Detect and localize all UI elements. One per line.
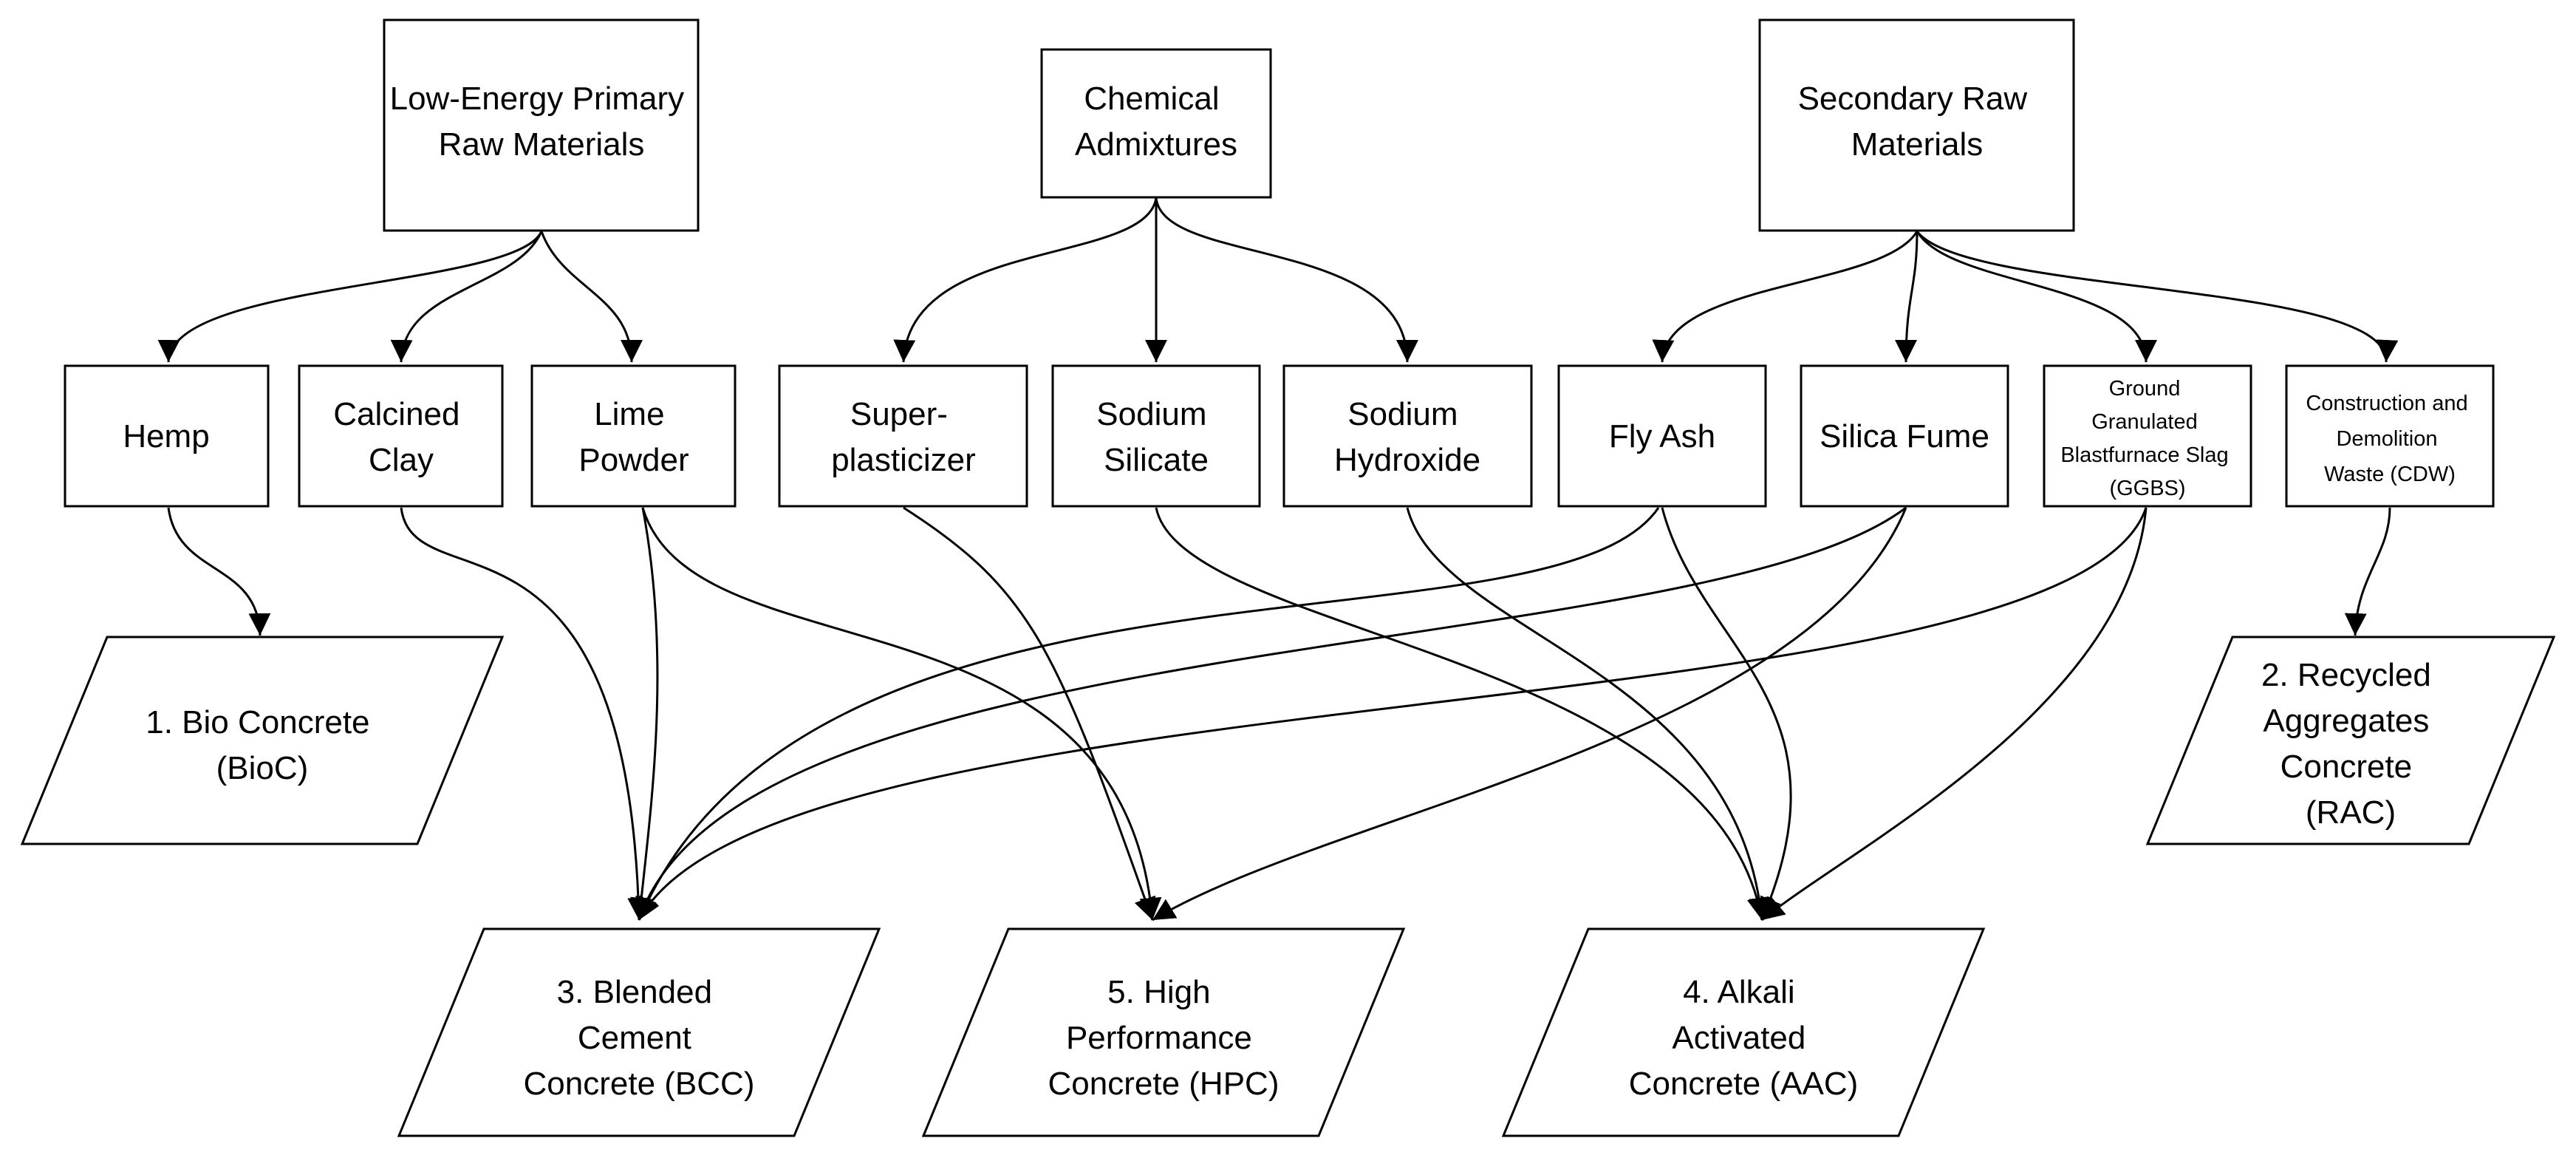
edge-sodiumsilicate-aac xyxy=(1155,507,1769,921)
edge-chemical-superplasticizer xyxy=(893,197,1158,363)
edge-lowenergy-limepowder xyxy=(540,231,643,363)
edge-lowenergy-calcinedclay xyxy=(390,231,543,363)
material-box-sodium-hydroxide: Sodium Hydroxide xyxy=(1282,364,1533,508)
material-label-superplasticizer: Super- plasticizer xyxy=(831,396,976,478)
output-bcc: 3. Blended Cement Concrete (BCC) xyxy=(397,927,881,1137)
output-label-bioc: 1. Bio Concrete (BioC) xyxy=(146,704,379,786)
output-hpc: 5. High Performance Concrete (HPC) xyxy=(921,927,1406,1137)
edge-ggbs-bcc xyxy=(638,507,2148,921)
edge-cdw-rac xyxy=(2344,507,2391,636)
edge-silicafume-hpc xyxy=(1152,507,1907,922)
material-box-calcined-clay: Calcined Clay xyxy=(298,364,504,508)
source-box-chemical: Chemical Admixtures xyxy=(1040,48,1272,199)
edge-chemical-sodiumhydroxide xyxy=(1155,197,1418,363)
edge-superplasticizer-hpc xyxy=(903,506,1156,921)
material-label-sodium-silicate: Sodium Silicate xyxy=(1096,396,1215,478)
output-label-aac: 4. Alkali Activated Concrete (AAC) xyxy=(1629,974,1859,1102)
source-label-low-energy: Low-Energy Primary Raw Materials xyxy=(390,81,694,163)
material-box-lime-powder: Lime Powder xyxy=(530,364,737,508)
edge-lowenergy-hemp xyxy=(157,231,543,363)
edge-calcinedclay-bcc xyxy=(400,507,650,921)
material-label-hemp: Hemp xyxy=(123,418,209,454)
material-label-cdw: Construction and Demolition Waste (CDW) xyxy=(2306,392,2473,486)
edge-flyash-bcc xyxy=(638,507,1660,921)
edge-silicafume-bcc xyxy=(635,506,1907,921)
source-box-low-energy: Low-Energy Primary Raw Materials xyxy=(383,18,700,232)
output-label-bcc: 3. Blended Cement Concrete (BCC) xyxy=(524,974,755,1102)
source-label-secondary: Secondary Raw Materials xyxy=(1798,81,2037,163)
material-box-superplasticizer: Super- plasticizer xyxy=(778,364,1028,508)
material-box-fly-ash: Fly Ash xyxy=(1557,364,1767,508)
output-bioc: 1. Bio Concrete (BioC) xyxy=(20,636,505,845)
edge-secondary-silicafume xyxy=(1895,231,1919,363)
output-rac: 2. Recycled Aggregates Concrete (RAC) xyxy=(2145,636,2556,845)
material-box-silica-fume: Silica Fume xyxy=(1800,364,2009,508)
edge-limepowder-bcc xyxy=(630,507,659,921)
source-label-chemical: Chemical Admixtures xyxy=(1075,81,1237,163)
edge-secondary-ggbs xyxy=(1916,231,2157,363)
edge-limepowder-hpc xyxy=(641,507,1162,921)
material-label-ggbs: Ground Granulated Blastfurnace Slag (GGB… xyxy=(2060,377,2234,500)
edge-ggbs-aac xyxy=(1761,507,2148,922)
material-label-fly-ash: Fly Ash xyxy=(1609,418,1715,454)
source-box-secondary: Secondary Raw Materials xyxy=(1758,18,2075,232)
material-label-lime-powder: Lime Powder xyxy=(578,396,689,478)
material-box-sodium-silicate: Sodium Silicate xyxy=(1051,364,1261,508)
material-box-ggbs: Ground Granulated Blastfurnace Slag (GGB… xyxy=(2043,364,2252,508)
edge-secondary-flyash xyxy=(1652,231,1919,363)
output-aac: 4. Alkali Activated Concrete (AAC) xyxy=(1501,927,1986,1137)
output-label-hpc: 5. High Performance Concrete (HPC) xyxy=(1048,974,1280,1102)
material-label-sodium-hydroxide: Sodium Hydroxide xyxy=(1334,396,1480,478)
edge-secondary-cdw xyxy=(1916,231,2399,363)
edge-sodiumhydroxide-aac xyxy=(1406,507,1771,921)
material-label-silica-fume: Silica Fume xyxy=(1820,418,1989,454)
output-label-rac: 2. Recycled Aggregates Concrete (RAC) xyxy=(2261,657,2440,831)
material-box-cdw: Construction and Demolition Waste (CDW) xyxy=(2285,364,2495,508)
edge-flyash-aac xyxy=(1661,507,1792,921)
edges xyxy=(157,197,2399,922)
material-label-calcined-clay: Calcined Clay xyxy=(333,396,468,478)
material-box-hemp: Hemp xyxy=(64,364,270,508)
edge-hemp-bioc xyxy=(167,507,271,636)
